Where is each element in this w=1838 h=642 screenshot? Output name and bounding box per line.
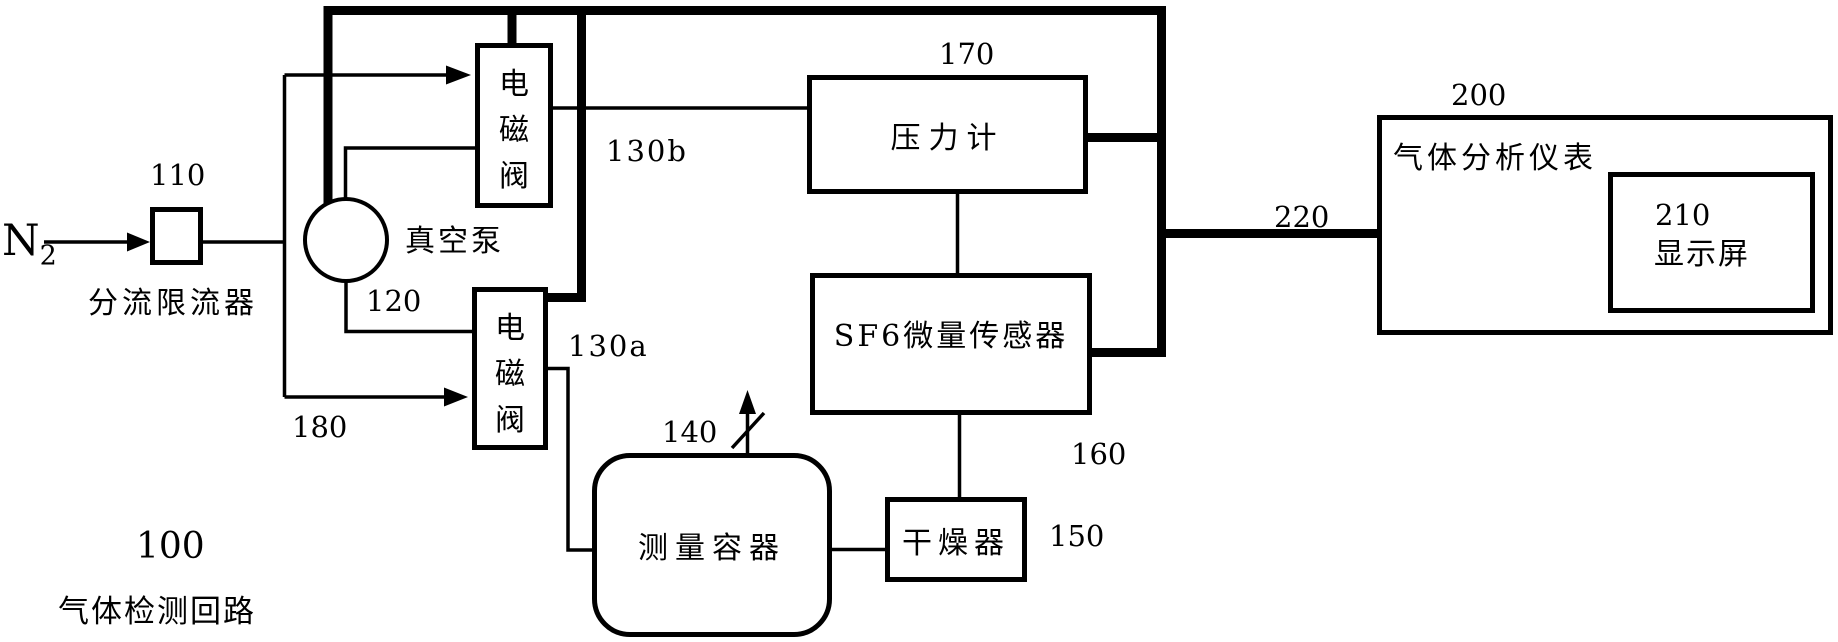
pressure-gauge-label: 压力计 <box>890 120 1005 156</box>
line-pump-to-valve-bottom <box>344 281 474 334</box>
measuring-vessel-ref: 140 <box>662 415 718 449</box>
pressure-gauge-box: 压力计 <box>807 75 1088 194</box>
pipe-bus-to-valve-bottom <box>546 10 586 302</box>
dryer-ref: 150 <box>1049 519 1105 553</box>
pressure-gauge-ref: 170 <box>939 37 995 71</box>
solenoid-valve-top-label: 电磁阀 <box>499 67 529 194</box>
gas-analyzer-label: 气体分析仪表 <box>1393 141 1597 176</box>
vacuum-pump-circle <box>303 197 389 283</box>
inlet-gas-label: N2 <box>2 216 57 270</box>
valve-top-ref: 130b <box>606 134 688 168</box>
inlet-gas-symbol: N <box>2 216 40 266</box>
valve-top-arrowhead-icon <box>446 65 471 85</box>
gas-analyzer-box: 气体分析仪表 210 显示屏 <box>1377 115 1833 335</box>
sf6-sensor-label: SF6微量传感器 <box>833 319 1069 354</box>
sf6-sensor-ref: 160 <box>1071 437 1127 471</box>
sf6-sensor-box: SF6微量传感器 <box>810 273 1092 415</box>
measuring-vessel-box: 测量容器 <box>592 453 832 637</box>
inlet-gas-subscript: 2 <box>39 240 57 272</box>
display-screen-ref: 210 <box>1655 198 1711 232</box>
bypass-ref: 180 <box>292 410 348 444</box>
pipe-main-bus <box>323 6 1166 352</box>
solenoid-valve-bottom-label: 电磁阀 <box>495 311 525 438</box>
analyzer-link-ref: 220 <box>1274 200 1330 234</box>
splitter-box <box>150 207 203 265</box>
vacuum-pump-ref: 120 <box>366 284 422 318</box>
inlet-arrowhead-icon <box>127 232 150 252</box>
display-screen-label: 显示屏 <box>1654 237 1750 272</box>
circuit-ref: 100 <box>136 526 205 567</box>
circuit-label: 气体检测回路 <box>58 594 256 630</box>
dryer-box: 干燥器 <box>885 497 1027 582</box>
display-screen-box: 210 显示屏 <box>1608 172 1815 313</box>
splitter-label: 分流限流器 <box>88 286 258 321</box>
line-valve-top-to-pump <box>343 146 477 199</box>
solenoid-valve-bottom-box: 电磁阀 <box>472 287 548 450</box>
valve-bottom-arrowhead-icon <box>444 387 468 407</box>
line-valve-bottom-to-vessel <box>546 366 594 552</box>
vacuum-pump-label: 真空泵 <box>405 224 504 259</box>
measuring-vessel-label: 测量容器 <box>638 531 786 566</box>
dryer-label: 干燥器 <box>902 525 1010 561</box>
solenoid-valve-top-box: 电磁阀 <box>475 43 553 208</box>
vent-arrowhead-icon <box>739 390 756 414</box>
vent-slash-icon <box>730 411 766 450</box>
valve-bottom-ref: 130a <box>568 329 649 363</box>
gas-analyzer-ref: 200 <box>1451 78 1507 112</box>
splitter-ref: 110 <box>150 158 206 192</box>
